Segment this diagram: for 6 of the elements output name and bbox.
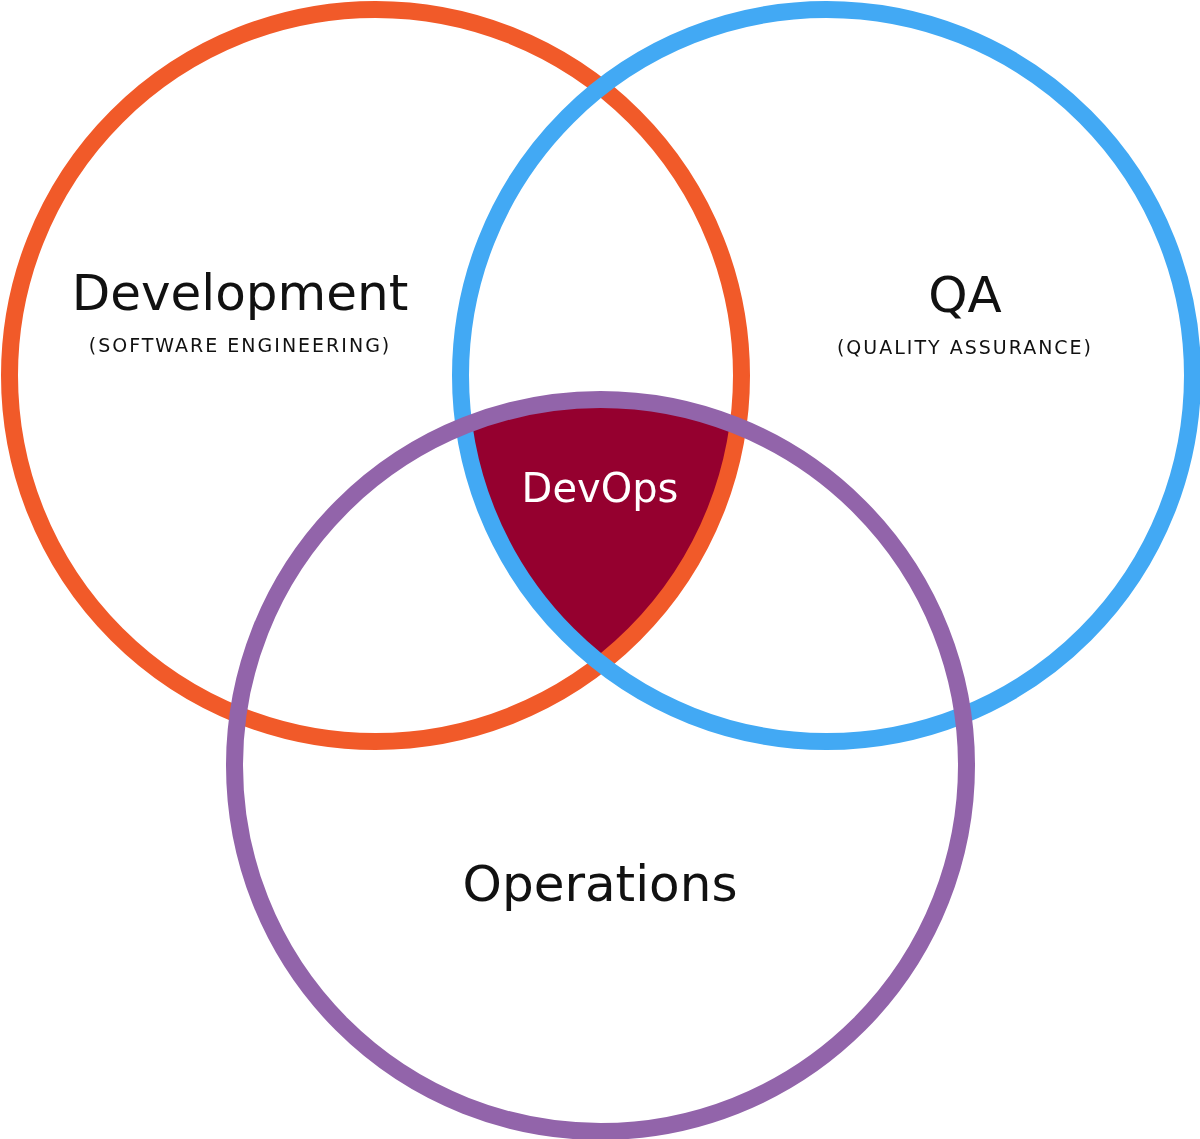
circle-title: QA (928, 266, 1002, 324)
circle-subtitle: (SOFTWARE ENGINEERING) (88, 334, 392, 356)
circle-title: Operations (462, 855, 738, 913)
region-label: DevOps (521, 465, 679, 511)
circle-title: Development (71, 264, 409, 322)
circle-subtitle: (QUALITY ASSURANCE) (836, 336, 1094, 358)
